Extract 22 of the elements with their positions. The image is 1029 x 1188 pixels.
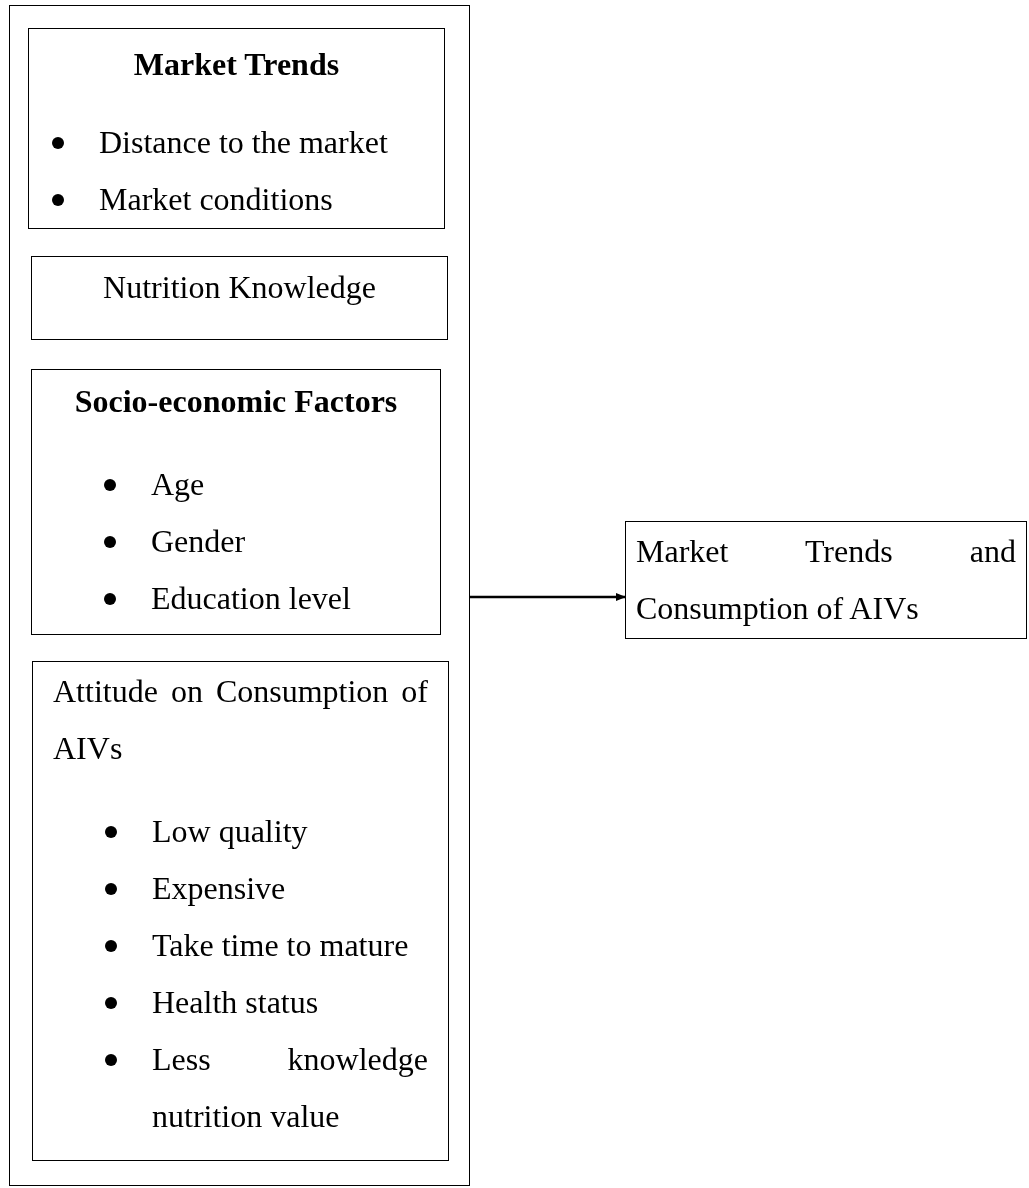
arrow: [470, 593, 626, 601]
bullet-text: Distance to the market: [99, 123, 388, 162]
box-heading: Socio-economic Factors: [73, 382, 399, 421]
bullet-text: Expensive: [152, 869, 286, 908]
box-heading: Market Trends and Consumption of AIVs: [636, 532, 1016, 628]
bullet-text: Health status: [152, 983, 319, 1022]
text-box: [31, 369, 441, 635]
box-heading: Nutrition Knowledge: [102, 268, 377, 307]
text-box: [32, 661, 449, 1161]
bullet-text: Education level: [151, 579, 351, 618]
box-heading: Market Trends: [132, 45, 341, 84]
bullet-text: Low quality: [152, 812, 308, 851]
text-box: [31, 256, 448, 340]
text-box: [625, 521, 1027, 639]
bullet-text: Market conditions: [99, 180, 333, 219]
text-box: [28, 28, 445, 229]
bullet-text: Take time to mature: [152, 926, 409, 965]
bullet-text: Gender: [151, 522, 246, 561]
bullet-text: Age: [151, 465, 205, 504]
box-heading: Attitude on Consumption of AIVs: [53, 672, 428, 768]
group-box: [9, 5, 470, 1186]
bullet-text: Less knowledge nutrition value: [152, 1040, 428, 1136]
